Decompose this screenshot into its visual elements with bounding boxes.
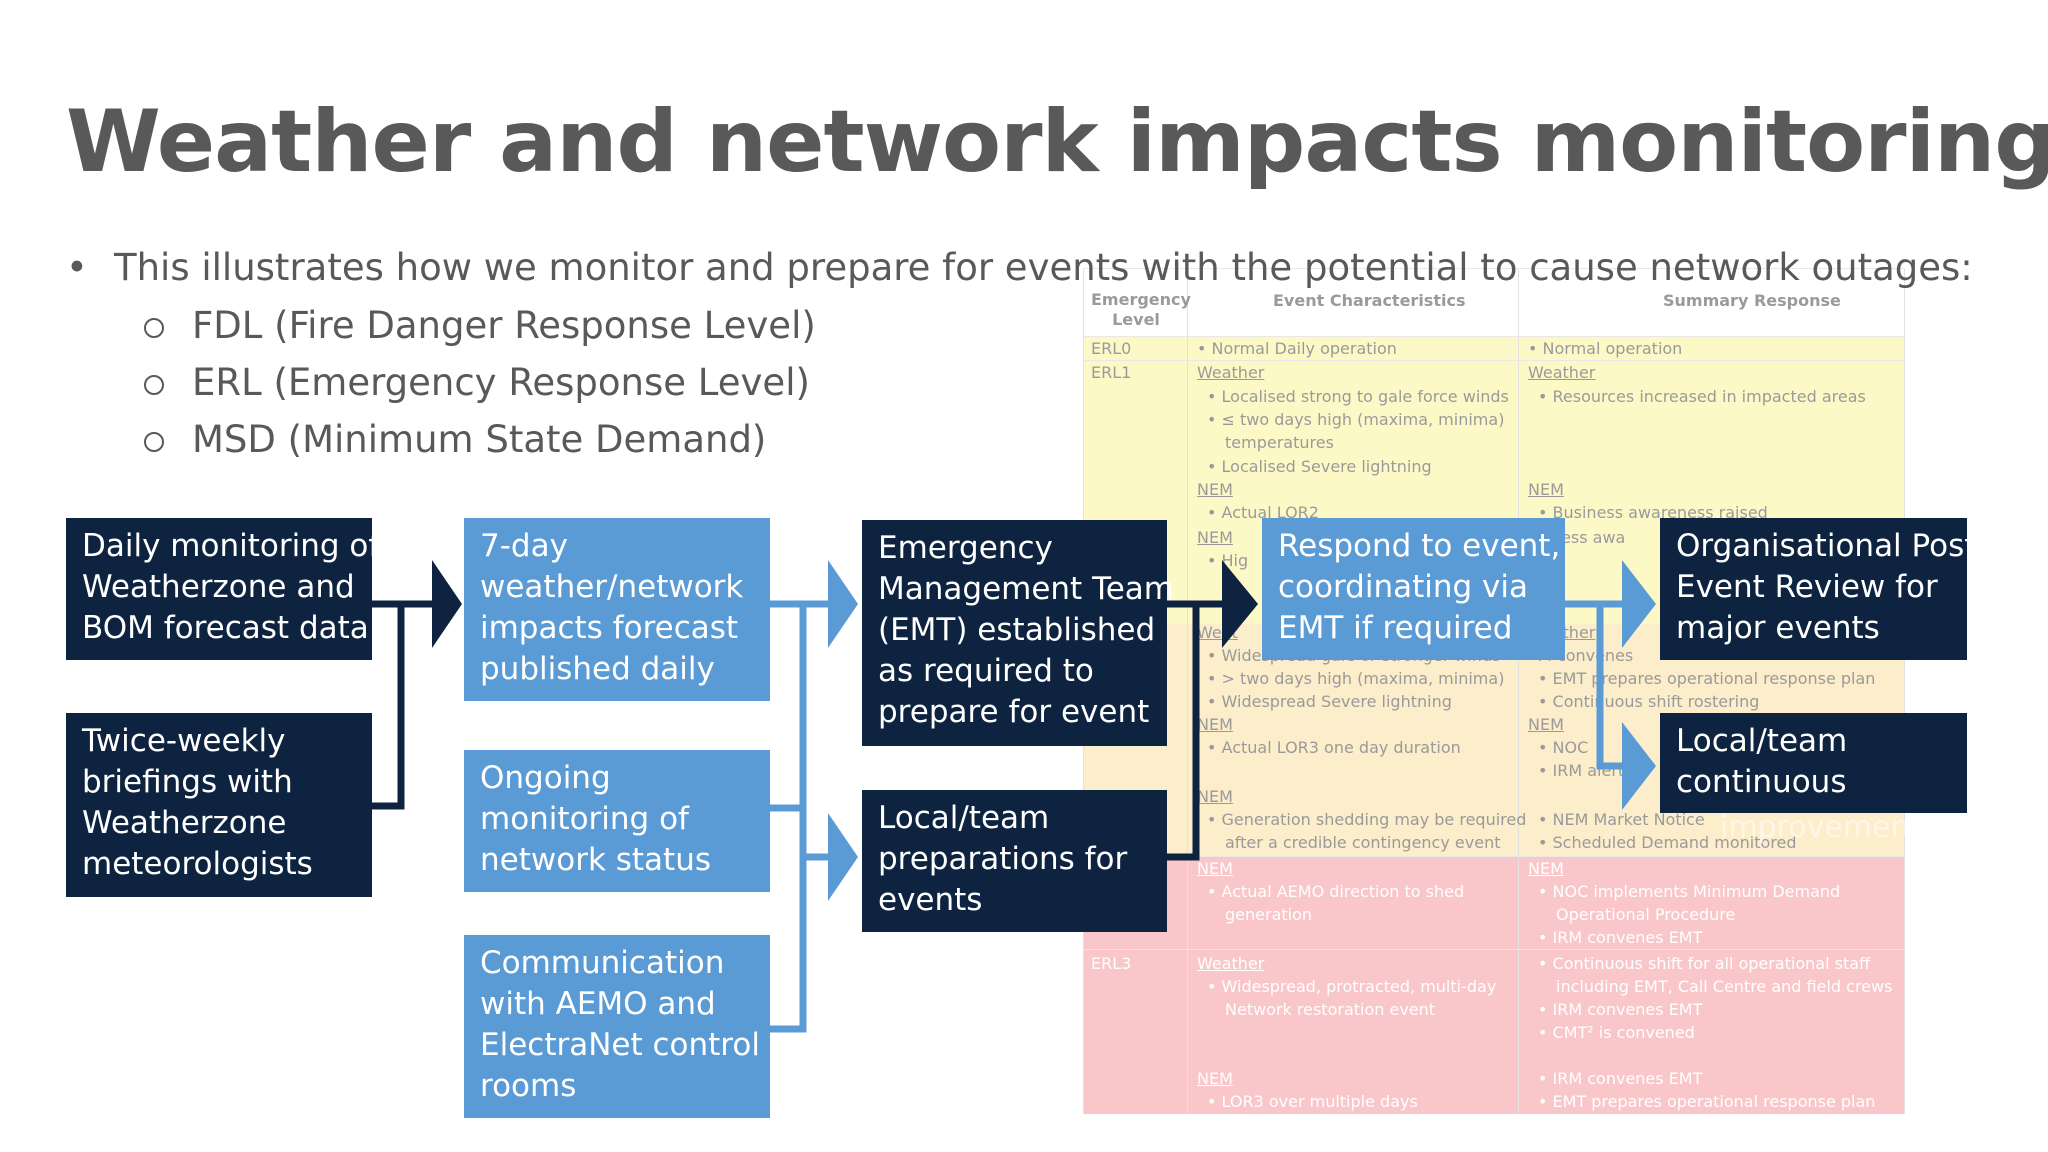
connector-twice — [372, 604, 405, 810]
page-title: Weather and network impacts monitoring — [66, 92, 2048, 192]
arrow-right-icon — [432, 560, 462, 648]
connector-respond-local — [1596, 604, 1622, 770]
connector-local-prep — [1167, 604, 1200, 861]
arrow-right-icon — [828, 560, 858, 648]
overflow-text-improvement: improvement — [1720, 810, 1922, 845]
connector-comm — [770, 604, 807, 1033]
intro-text: This illustrates how we monitor and prep… — [114, 246, 1973, 289]
circle-bullet-icon — [144, 375, 164, 395]
table-band-red — [1083, 856, 1905, 1114]
circle-bullet-icon — [144, 318, 164, 338]
table-header-band — [1083, 268, 1905, 336]
bullet-dot: • — [66, 246, 88, 289]
circle-bullet-icon — [144, 432, 164, 452]
arrow-right-icon — [1622, 722, 1656, 810]
arrow-right-icon — [1222, 560, 1258, 648]
arrow-right-icon — [828, 813, 858, 901]
arrow-right-icon — [1622, 560, 1656, 648]
background-erl-table: Emergency Level Event Characteristics Su… — [1083, 268, 1905, 1114]
